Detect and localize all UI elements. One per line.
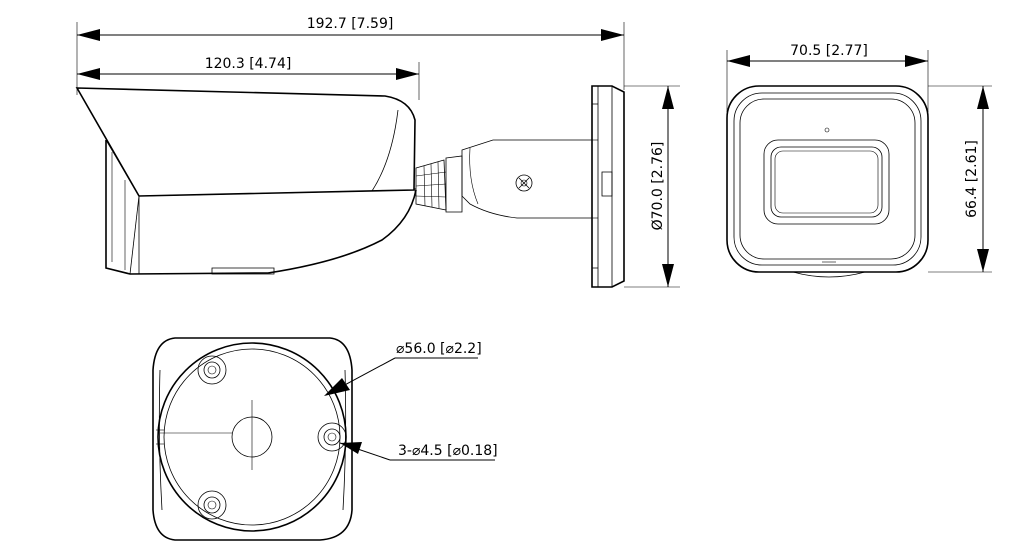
front-height-dimension: 66.4 [2.61] [928,85,992,273]
bolt-circle-callout: ⌀56.0 [⌀2.2] [324,341,482,396]
bolt-circle-label: ⌀56.0 [⌀2.2] [396,341,482,357]
mounting-hole-top [197,355,227,385]
front-view: 70.5 [2.77] 66.4 [2.61] [726,43,992,278]
sun-shield [75,87,416,197]
mount-arm [461,139,593,219]
front-height-label: 66.4 [2.61] [964,140,980,218]
side-view: 192.7 [7.59] 120.3 [4.74] [75,16,680,288]
mount-diameter-dimension: Ø70.0 [2.76] [624,85,680,288]
mount-diameter-label: Ø70.0 [2.76] [650,142,666,231]
lens-window [763,139,890,225]
mounting-hole-bottom [197,490,227,520]
hole-spec-label: 3-⌀4.5 [⌀0.18] [398,443,498,459]
overall-length-label: 192.7 [7.59] [307,16,394,32]
front-housing-outline [726,85,929,273]
front-width-label: 70.5 [2.77] [790,43,868,59]
camera-housing [105,140,417,275]
front-width-dimension: 70.5 [2.77] [727,43,928,67]
overall-length-dimension: 192.7 [7.59] [77,16,624,41]
screw-icon [515,174,533,192]
housing-length-label: 120.3 [4.74] [205,56,292,72]
base-outline [152,337,353,541]
hole-spec-callout: 3-⌀4.5 [⌀0.18] [339,442,498,461]
mount-base-plate [591,85,625,288]
mounting-hole-right [317,422,347,452]
base-view: ⌀56.0 [⌀2.2] 3-⌀4.5 [⌀0.18] [152,337,498,541]
housing-length-dimension: 120.3 [4.74] [77,56,419,80]
